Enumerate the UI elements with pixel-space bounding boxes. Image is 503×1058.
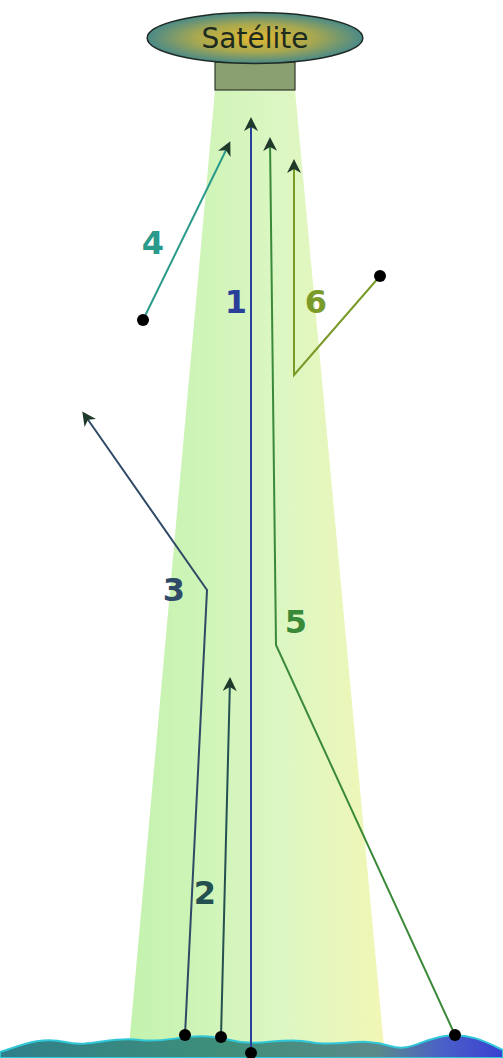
sensor-mount	[215, 62, 295, 90]
source-dot	[449, 1029, 461, 1041]
callout-number: 4	[142, 227, 164, 259]
source-dot	[137, 314, 149, 326]
source-dot	[179, 1029, 191, 1041]
ray-1	[250, 120, 252, 1055]
callout-number: 3	[163, 574, 185, 606]
callout-number: 5	[285, 606, 307, 638]
callout-number: 6	[305, 286, 327, 318]
satellite-label: Satélite	[202, 22, 309, 55]
sensor-beam	[128, 90, 385, 1058]
ray-2	[221, 680, 230, 1037]
satellite-body: Satélite	[145, 11, 365, 65]
source-dot	[245, 1047, 257, 1058]
source-dot	[374, 270, 386, 282]
ray-6	[294, 162, 380, 375]
callout-number: 2	[194, 877, 216, 909]
source-dot	[215, 1031, 227, 1043]
ray-5	[270, 140, 455, 1035]
ray-3	[84, 414, 207, 1035]
callout-number: 1	[225, 286, 247, 318]
